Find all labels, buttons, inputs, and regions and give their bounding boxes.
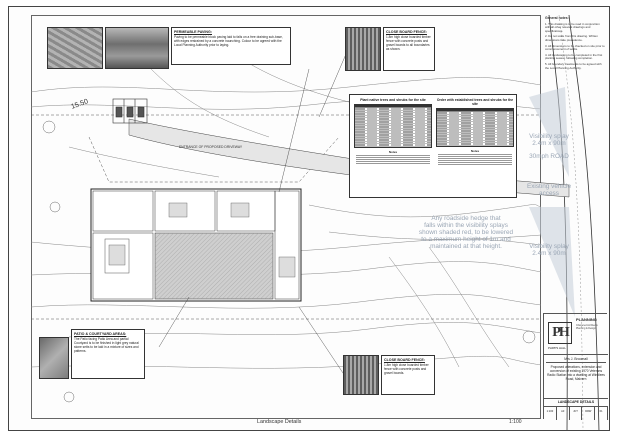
planning-label: PLANNING xyxy=(576,317,597,322)
drawing-sheet: PERMEABLE PAVING: Paving to be permeable… xyxy=(8,6,610,431)
planting-table-right-notes-heading: Notes xyxy=(470,148,480,153)
title-block-cell: JCT xyxy=(570,407,583,420)
visibility-splay-south xyxy=(529,207,575,317)
project-description: Proposed alterations, extension and conv… xyxy=(546,362,606,381)
note-patio-text: The Patio facing Patio Area and partial … xyxy=(74,337,139,353)
building-footprint xyxy=(90,188,302,302)
vehicle-access-label: Existing vehicle access xyxy=(526,183,572,197)
planting-table-right-grid xyxy=(436,108,514,147)
drawing-scale: 1:100 xyxy=(509,419,522,425)
parking-bays xyxy=(112,98,148,124)
planting-schedule: Plant native trees and shrubs for the si… xyxy=(349,94,517,198)
visibility-splay-south-label: Visibility splay 2.4m x 90m xyxy=(529,243,569,257)
planting-table-left-title: Plant native trees and shrubs for the si… xyxy=(360,98,426,102)
note-fence-top: CLOSE BOARD FENCE: 1.8m high close board… xyxy=(383,27,435,71)
client-name: Mrs J. Broomall xyxy=(544,354,608,361)
title-block-cell: 01 xyxy=(595,407,608,420)
photo-paving-sample xyxy=(47,27,103,69)
road-centre-line xyxy=(558,14,584,430)
photo-fence-top xyxy=(345,27,381,71)
title-block-cell: A3 xyxy=(557,407,570,420)
leader-lines xyxy=(158,46,350,380)
title-block: PLANNING PH Chartered Architects Plannin… xyxy=(543,313,608,420)
note-fence-bottom: CLOSE BOARD FENCE: 1.8m high close board… xyxy=(381,355,435,395)
planting-table-right-title: Order with established trees and shrubs … xyxy=(436,98,514,106)
photo-patio xyxy=(39,337,69,379)
note-paving-text: Paving to be permeable block paving laid… xyxy=(174,35,283,47)
general-note-item: 4. All landscaping to be completed in th… xyxy=(545,52,603,61)
title-block-cell: 1:100 xyxy=(544,407,557,420)
general-notes-heading: General notes: xyxy=(545,16,569,20)
general-note-item: 1. This drawing is to be read in conjunc… xyxy=(545,21,600,33)
photo-fence-bottom xyxy=(343,355,379,395)
access-label: ENTRANCE OF PROPOSED DRIVEWAY xyxy=(179,145,243,149)
planting-table-left-notes-heading: Notes xyxy=(388,149,398,154)
general-note-item: 2. Do not scale from this drawing. Writt… xyxy=(545,34,598,42)
planting-table-right: Order with established trees and shrubs … xyxy=(436,98,514,166)
drawing-title: Landscape Details xyxy=(257,419,302,425)
note-paving-heading: PERMEABLE PAVING: xyxy=(174,30,213,34)
general-note-item: 5. All boundary treatments to be agreed … xyxy=(545,61,602,70)
note-patio: PATIO & COURTYARD AREAS: The Patio facin… xyxy=(71,329,145,379)
note-paving: PERMEABLE PAVING: Paving to be permeable… xyxy=(171,27,291,65)
sheet-title: LANDSCAPE DETAILS xyxy=(544,398,608,404)
firm-logo: PH xyxy=(548,322,572,344)
hedge-note: Any roadside hedge that falls within the… xyxy=(418,215,514,250)
note-fence-top-text: 1.8m high close boarded timber fence wit… xyxy=(386,35,431,51)
note-fence-top-heading: CLOSE BOARD FENCE: xyxy=(386,30,427,34)
title-block-cells: 1:100 A3 JCT DRW 01 xyxy=(544,406,608,420)
note-fence-bottom-heading: CLOSE BOARD FENCE: xyxy=(384,358,425,362)
firm-address: Chartered Architects Planning & Design xyxy=(576,324,598,330)
visibility-splay-north xyxy=(529,87,569,177)
firm-name: PHIPPS HALL xyxy=(548,346,567,350)
planting-table-left-grid xyxy=(354,104,432,148)
general-notes: General notes: 1. This drawing is to be … xyxy=(543,15,607,311)
planting-table-left: Plant native trees and shrubs for the si… xyxy=(354,98,432,165)
note-fence-bottom-text: 1.8m high close boarded timber fence wit… xyxy=(384,363,429,375)
photo-driveway xyxy=(105,27,169,69)
general-note-item: 3. All dimensions to be checked on site … xyxy=(545,43,605,52)
visibility-splay-north-label: Visibility splay 2.4m x 90m xyxy=(529,133,569,147)
title-block-cell: DRW xyxy=(582,407,596,420)
note-patio-heading: PATIO & COURTYARD AREAS: xyxy=(74,332,127,336)
speed-label: 30mph ROAD xyxy=(529,153,569,160)
